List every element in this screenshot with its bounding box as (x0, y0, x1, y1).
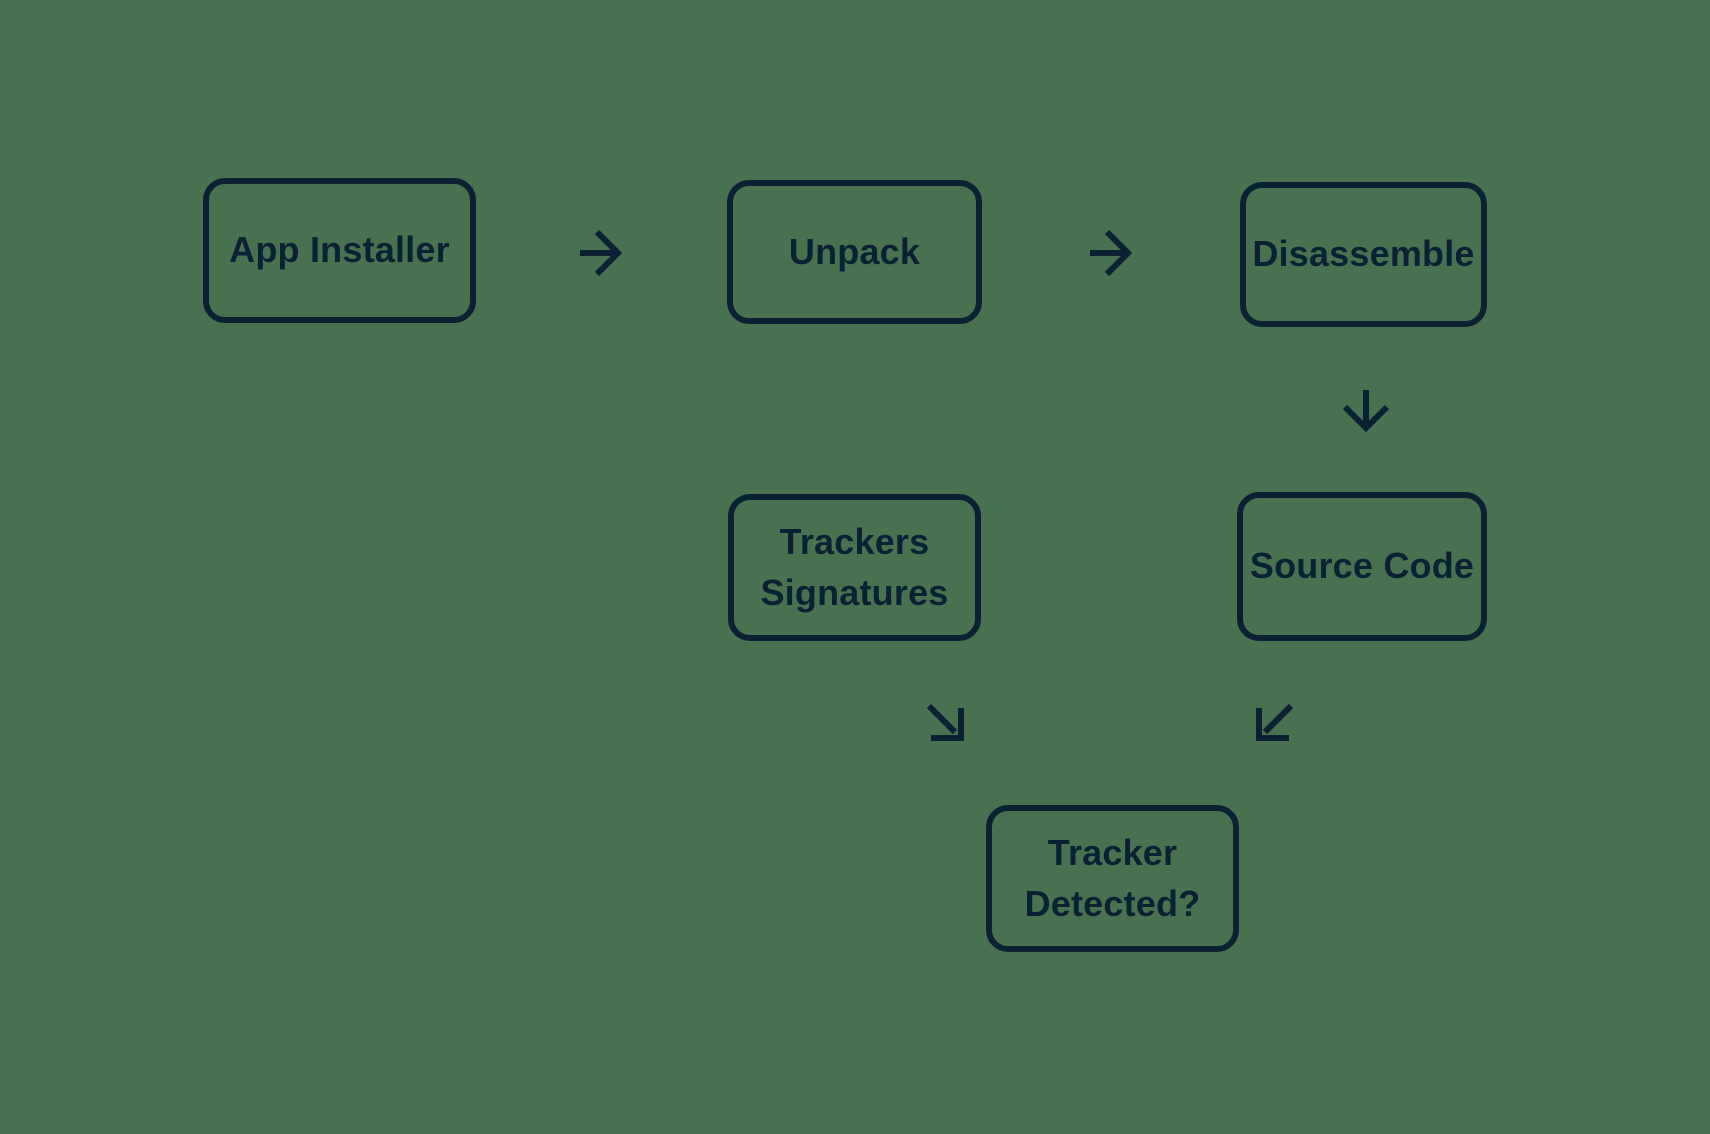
node-app-installer: App Installer (203, 178, 476, 323)
node-source-code-label: Source Code (1249, 545, 1475, 587)
node-unpack-label: Unpack (788, 230, 921, 272)
node-disassemble: Disassemble (1240, 182, 1487, 327)
node-disassemble-label: Disassemble (1252, 233, 1475, 275)
down-left-arrow-icon (1251, 698, 1299, 746)
down-right-arrow-icon (921, 698, 969, 746)
down-arrow-icon (1342, 386, 1390, 434)
right-arrow-icon (576, 229, 624, 277)
right-arrow-icon (1086, 229, 1134, 277)
node-source-code: Source Code (1237, 492, 1487, 641)
node-unpack: Unpack (727, 180, 982, 324)
node-app-installer-label: App Installer (229, 229, 450, 271)
node-trackers-signatures: Trackers Signatures (728, 494, 981, 641)
node-tracker-detected-label: Tracker Detected? (1024, 832, 1201, 924)
node-tracker-detected: Tracker Detected? (986, 805, 1239, 952)
node-trackers-signatures-label: Trackers Signatures (760, 521, 949, 613)
